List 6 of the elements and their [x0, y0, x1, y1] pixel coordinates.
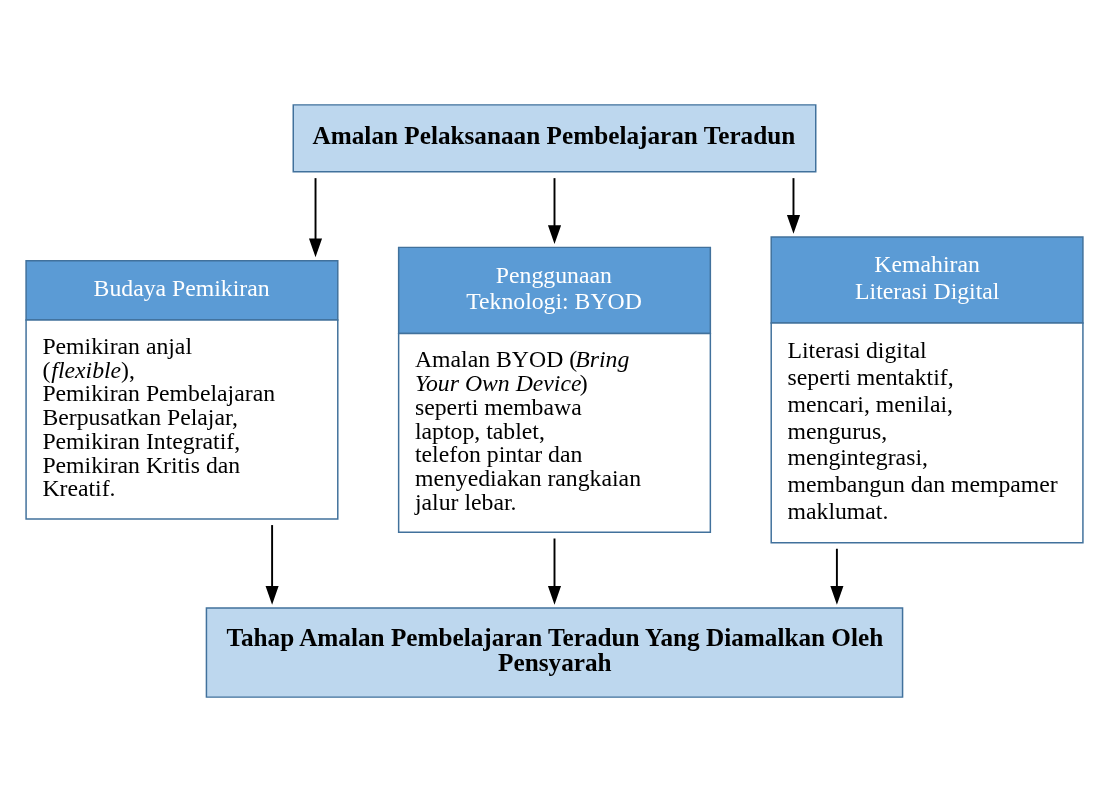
- arrow: [308, 177, 323, 258]
- arrow: [547, 537, 562, 605]
- arrow: [830, 547, 844, 605]
- arrow: [786, 177, 801, 234]
- arrow: [265, 524, 279, 605]
- arrow: [547, 177, 562, 245]
